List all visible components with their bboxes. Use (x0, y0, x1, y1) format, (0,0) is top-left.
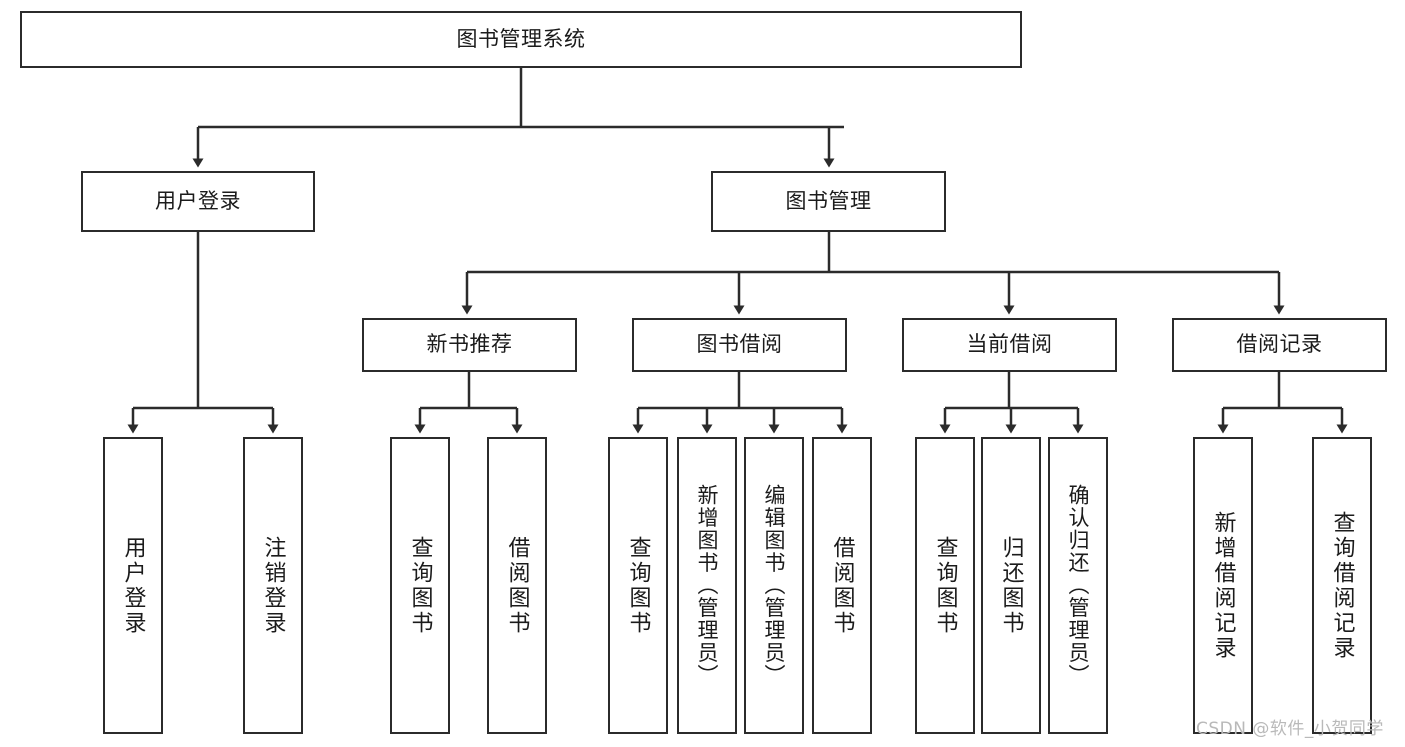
node-root-label: 图书管理系统 (456, 26, 586, 51)
node-leaf-edit-book[interactable]: 编辑图书（管理员） (744, 437, 804, 734)
node-leaf-edit-book-label: 编辑图书（管理员） (762, 484, 787, 687)
node-current-borrow[interactable]: 当前借阅 (902, 318, 1117, 372)
node-leaf-borrow-book-2-label: 借阅图书 (829, 535, 855, 636)
node-leaf-return-book-label: 归还图书 (998, 535, 1024, 636)
node-leaf-confirm-return[interactable]: 确认归还（管理员） (1048, 437, 1108, 734)
node-leaf-query-book-3-label: 查询图书 (932, 535, 958, 636)
node-leaf-add-book-label: 新增图书（管理员） (695, 484, 720, 687)
node-leaf-user-logout-label: 注销登录 (260, 535, 286, 636)
node-book-borrow-label: 图书借阅 (696, 332, 783, 357)
node-borrow-record-label: 借阅记录 (1236, 332, 1323, 357)
node-leaf-confirm-return-label: 确认归还（管理员） (1066, 484, 1091, 687)
node-leaf-borrow-book-1-label: 借阅图书 (504, 535, 530, 636)
node-leaf-add-book[interactable]: 新增图书（管理员） (677, 437, 737, 734)
node-book-manage[interactable]: 图书管理 (711, 171, 946, 232)
node-leaf-add-record-label: 新增借阅记录 (1210, 510, 1236, 661)
node-borrow-record[interactable]: 借阅记录 (1172, 318, 1387, 372)
node-leaf-borrow-book-1[interactable]: 借阅图书 (487, 437, 547, 734)
node-leaf-query-book-2[interactable]: 查询图书 (608, 437, 668, 734)
node-user-login[interactable]: 用户登录 (81, 171, 315, 232)
node-leaf-query-book-1-label: 查询图书 (407, 535, 433, 636)
node-current-borrow-label: 当前借阅 (966, 332, 1053, 357)
node-leaf-user-login-label: 用户登录 (120, 535, 146, 636)
node-new-book-rec[interactable]: 新书推荐 (362, 318, 577, 372)
node-leaf-query-book-1[interactable]: 查询图书 (390, 437, 450, 734)
node-root[interactable]: 图书管理系统 (20, 11, 1022, 68)
node-leaf-query-record-label: 查询借阅记录 (1329, 510, 1355, 661)
node-leaf-user-logout[interactable]: 注销登录 (243, 437, 303, 734)
node-new-book-rec-label: 新书推荐 (426, 332, 513, 357)
node-leaf-query-book-3[interactable]: 查询图书 (915, 437, 975, 734)
node-book-manage-label: 图书管理 (785, 188, 872, 213)
node-leaf-return-book[interactable]: 归还图书 (981, 437, 1041, 734)
node-leaf-query-book-2-label: 查询图书 (625, 535, 651, 636)
node-leaf-borrow-book-2[interactable]: 借阅图书 (812, 437, 872, 734)
node-leaf-add-record[interactable]: 新增借阅记录 (1193, 437, 1253, 734)
node-book-borrow[interactable]: 图书借阅 (632, 318, 847, 372)
node-leaf-user-login[interactable]: 用户登录 (103, 437, 163, 734)
node-user-login-label: 用户登录 (155, 188, 241, 213)
csdn-watermark: CSDN @软件_小贺同学 (1196, 719, 1384, 739)
node-leaf-query-record[interactable]: 查询借阅记录 (1312, 437, 1372, 734)
